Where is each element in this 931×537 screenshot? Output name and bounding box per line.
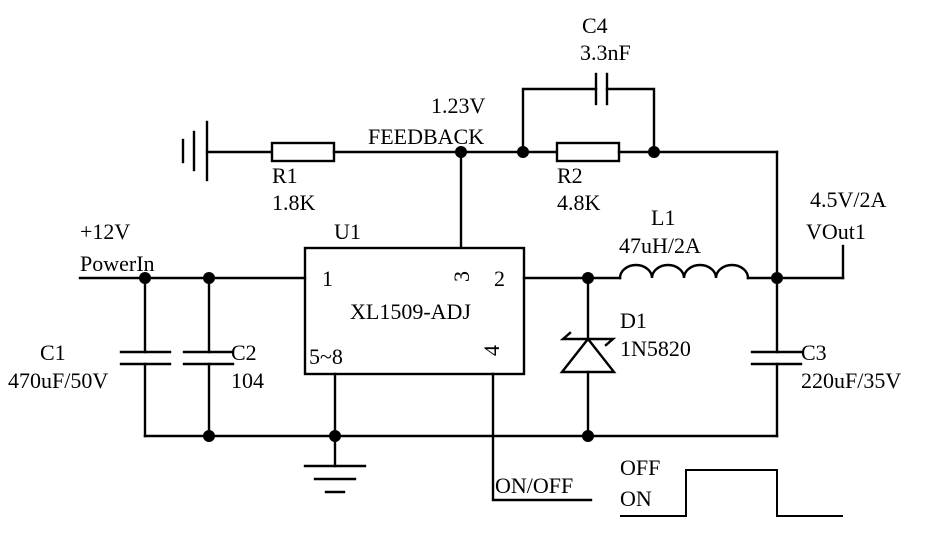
feedback-voltage: 1.23V [431,93,486,118]
c2-value: 104 [231,368,264,393]
main-ground-icon [303,464,367,494]
feedback-ground-icon [181,120,209,182]
r1-resistor [270,141,336,163]
wire-pin4-onoff [491,372,593,502]
u1-pin4: 4 [479,345,504,356]
feedback-label: FEEDBACK [368,124,484,149]
d1-diode-icon [559,331,617,374]
c1-value: 470uF/50V [8,368,108,393]
c3-value: 220uF/35V [801,368,901,393]
r2-resistor [555,141,621,163]
u1-pin2: 2 [494,266,505,291]
vin-voltage: +12V [80,219,130,244]
onoff-label: ON/OFF [495,473,573,498]
r2-value: 4.8K [557,190,601,215]
junction-feedback [455,146,467,158]
c2-ref: C2 [231,340,257,365]
d1-ref: D1 [620,308,647,333]
r1-ref: R1 [272,163,298,188]
r1-value: 1.8K [272,190,316,215]
r2-ref: R2 [557,163,583,188]
l1-inductor [618,263,750,280]
junction-c2-bottom [203,430,215,442]
c4-value: 3.3nF [580,40,631,65]
input-network [78,272,307,438]
vin-label: PowerIn [80,251,155,276]
d1-value: 1N5820 [620,336,691,361]
l1-value: 47uH/2A [619,233,701,258]
wire-c4-right [605,87,656,154]
c1-ref: C1 [40,340,66,365]
feedback-network [181,72,779,249]
c4-ref: C4 [582,13,608,38]
output-network [522,150,845,438]
vout-rating: 4.5V/2A [810,187,887,212]
onoff-on-level: ON [620,486,652,511]
c3-ref: C3 [801,340,827,365]
u1-pin1: 1 [322,266,333,291]
u1-pin58: 5~8 [309,344,343,369]
u1-part: XL1509-ADJ [350,299,471,324]
u1-pin3: 3 [449,271,474,282]
junction-c4-right [648,146,660,158]
wire-c4-left [521,87,598,154]
vout-label: VOut1 [806,219,866,244]
onoff-off-level: OFF [620,455,660,480]
onoff-waveform [620,469,843,517]
junction-c4-left [517,146,529,158]
l1-ref: L1 [651,205,675,230]
u1-ref: U1 [334,219,361,244]
u1-ic-body [303,246,526,376]
